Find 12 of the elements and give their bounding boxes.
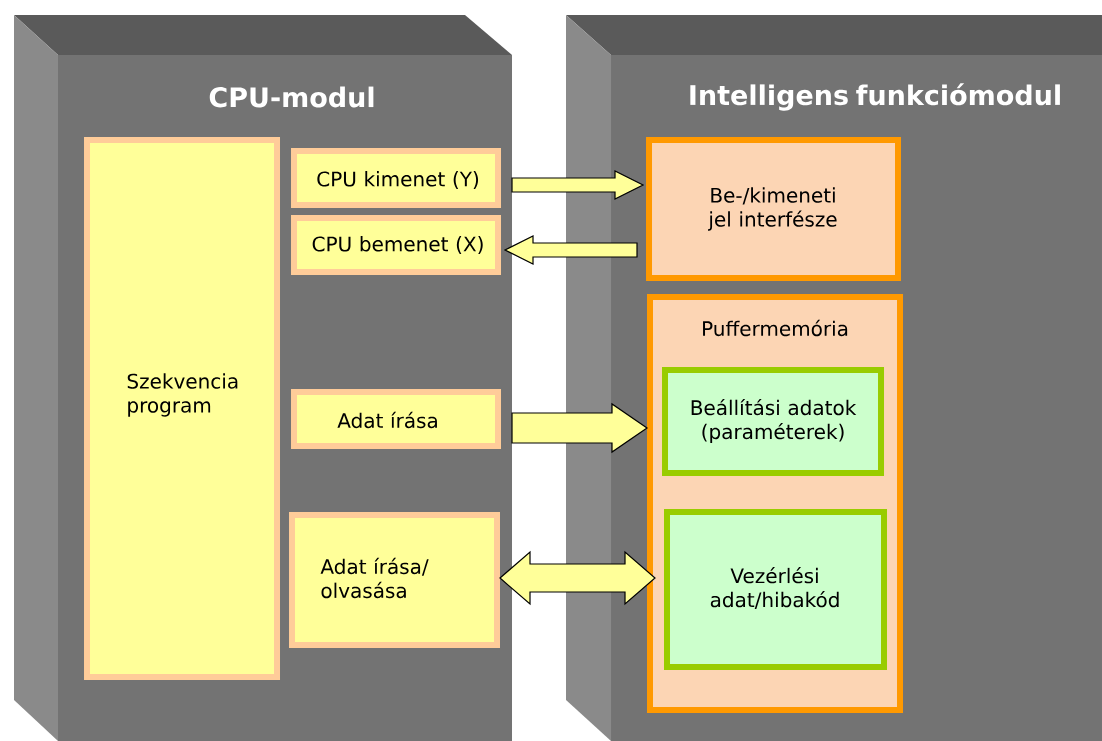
block-arrow	[511, 170, 645, 200]
signal-box: CPU bemenet (X)	[291, 215, 501, 275]
data-box: Beállítási adatok (paraméterek)	[662, 367, 884, 476]
signal-box: CPU kimenet (Y)	[291, 148, 501, 208]
block-arrow	[499, 550, 656, 606]
block-arrow	[503, 235, 638, 265]
program-box: Szekvencia program	[84, 137, 280, 680]
signal-box: Adat írása/ olvasása	[289, 512, 500, 648]
block-arrow	[511, 402, 649, 454]
interface-box: Be-/kimeneti jel interfésze	[646, 137, 901, 281]
signal-box: Adat írása	[291, 389, 501, 449]
data-box: Vezérlési adat/hibakód	[664, 509, 887, 670]
